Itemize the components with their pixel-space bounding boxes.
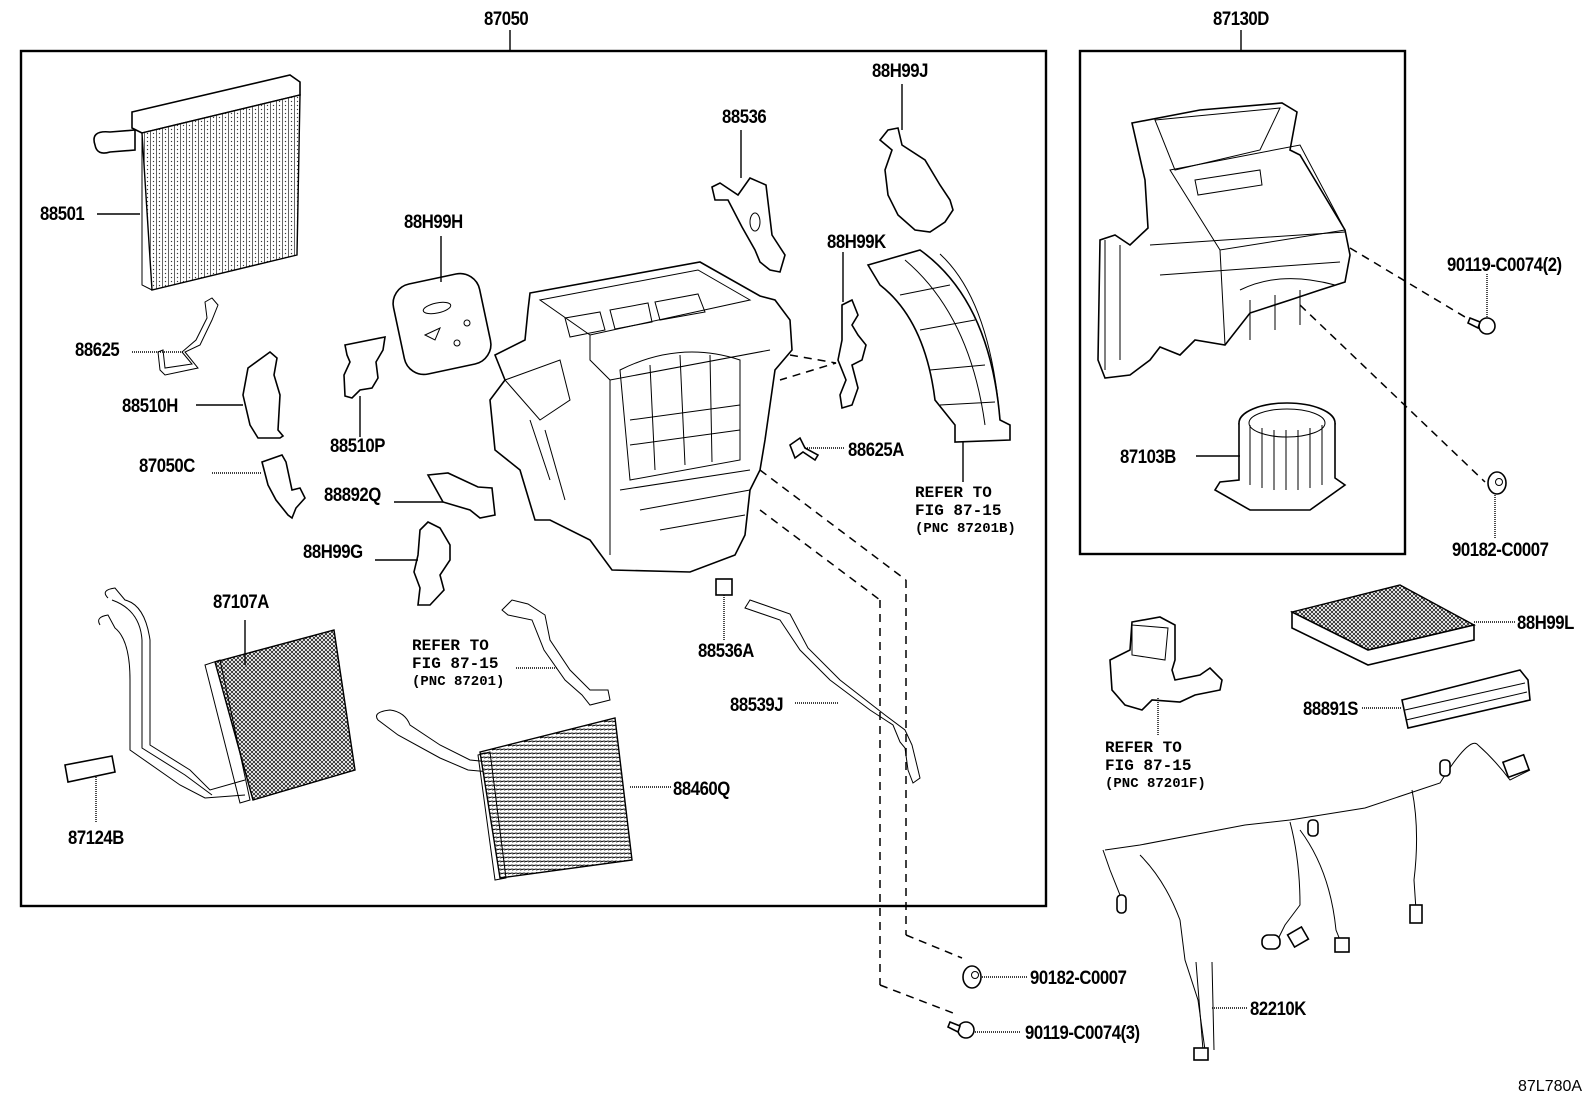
part-label-88891S[interactable]: 88891S [1303,699,1359,720]
nut-90182-a-drawing[interactable] [1487,471,1507,495]
screw-90119-3-drawing[interactable] [946,1020,975,1039]
strip-88891S-drawing[interactable] [1401,669,1531,729]
bracket-87050C-drawing[interactable] [261,454,306,520]
clip-87124B-drawing[interactable] [64,755,116,783]
group-box-87050 [19,49,1048,908]
cabin-filter-88H99L-drawing[interactable] [1289,584,1476,666]
part-label-88510H[interactable]: 88510H [122,396,178,417]
part-label-90119-C0074-2[interactable]: 90119-C0074(2) [1447,255,1562,276]
reference-line2: FIG 87-15 [915,502,1002,520]
group-label-87130D[interactable]: 87130D [1213,9,1269,30]
pad-88H99H-drawing[interactable] [389,270,494,378]
part-label-88625[interactable]: 88625 [75,340,120,361]
reference-line1: REFER TO [1105,739,1182,757]
reference-note-87201F[interactable]: REFER TO FIG 87-15 (PNC 87201F) [1105,739,1206,793]
part-label-88536A[interactable]: 88536A [698,641,754,662]
part-label-88H99H[interactable]: 88H99H [404,212,463,233]
duct-87201B-drawing[interactable] [866,249,1011,443]
reference-pnc: (PNC 87201B) [915,521,1016,537]
connector-88892Q-drawing[interactable] [426,472,496,519]
reference-line2: FIG 87-15 [1105,757,1192,775]
blower-case-87130D-drawing[interactable] [1097,102,1351,379]
heater-unit-housing-drawing[interactable] [489,261,793,573]
link-87201-drawing[interactable] [501,599,611,706]
part-label-87124B[interactable]: 87124B [68,828,124,849]
part-label-88625A[interactable]: 88625A [848,440,904,461]
reference-line1: REFER TO [915,484,992,502]
group-box-87130D [1078,49,1407,556]
part-label-88H99L[interactable]: 88H99L [1517,613,1574,634]
bracket-88536-drawing[interactable] [711,177,786,273]
part-label-90182-C0007-b[interactable]: 90182-C0007 [1030,968,1127,989]
part-label-87103B[interactable]: 87103B [1120,447,1176,468]
hose-88539J-drawing[interactable] [744,599,921,784]
heater-core-87107A-drawing[interactable] [98,587,356,804]
blower-motor-87103B-drawing[interactable] [1213,402,1347,511]
figure-id: 87L780A [1518,1078,1583,1095]
part-label-88H99G[interactable]: 88H99G [303,542,363,563]
part-label-88501[interactable]: 88501 [40,204,85,225]
clip-88536A-drawing[interactable] [715,578,733,596]
part-label-90119-C0074-3[interactable]: 90119-C0074(3) [1025,1023,1140,1044]
reference-note-87201[interactable]: REFER TO FIG 87-15 (PNC 87201) [412,637,504,691]
reference-line2: FIG 87-15 [412,655,499,673]
evaporator-88501-drawing[interactable] [93,74,301,291]
link-88H99K-drawing[interactable] [837,298,867,410]
reference-note-87201B[interactable]: REFER TO FIG 87-15 (PNC 87201B) [915,484,1016,538]
lever-88H99G-drawing[interactable] [413,521,451,606]
duct-87201F-drawing[interactable] [1109,616,1223,711]
part-label-88892Q[interactable]: 88892Q [324,485,381,506]
nut-90182-b-drawing[interactable] [962,965,982,989]
part-label-88510P[interactable]: 88510P [330,436,386,457]
part-label-88539J[interactable]: 88539J [730,695,784,716]
part-label-82210K[interactable]: 82210K [1250,999,1306,1020]
reference-line1: REFER TO [412,637,489,655]
duct-88510H-drawing[interactable] [242,350,285,439]
reference-pnc: (PNC 87201F) [1105,776,1206,792]
part-label-88536[interactable]: 88536 [722,107,767,128]
part-label-88H99J[interactable]: 88H99J [872,61,928,82]
group-label-87050[interactable]: 87050 [484,9,529,30]
reference-pnc: (PNC 87201) [412,674,505,690]
sensor-88625-drawing[interactable] [157,297,219,376]
wire-harness-82210K-drawing[interactable] [1102,742,1531,1061]
part-label-87107A[interactable]: 87107A [213,592,269,613]
screw-90119-2-drawing[interactable] [1466,316,1496,335]
actuator-88H99J-drawing[interactable] [878,127,954,233]
heater-core-88460Q-drawing[interactable] [376,709,633,881]
link-88510P-drawing[interactable] [343,335,386,399]
part-label-88460Q[interactable]: 88460Q [673,779,730,800]
part-label-87050C[interactable]: 87050C [139,456,195,477]
clip-88625A-drawing[interactable] [789,436,820,462]
part-label-90182-C0007-a[interactable]: 90182-C0007 [1452,540,1549,561]
part-label-88H99K[interactable]: 88H99K [827,232,886,253]
